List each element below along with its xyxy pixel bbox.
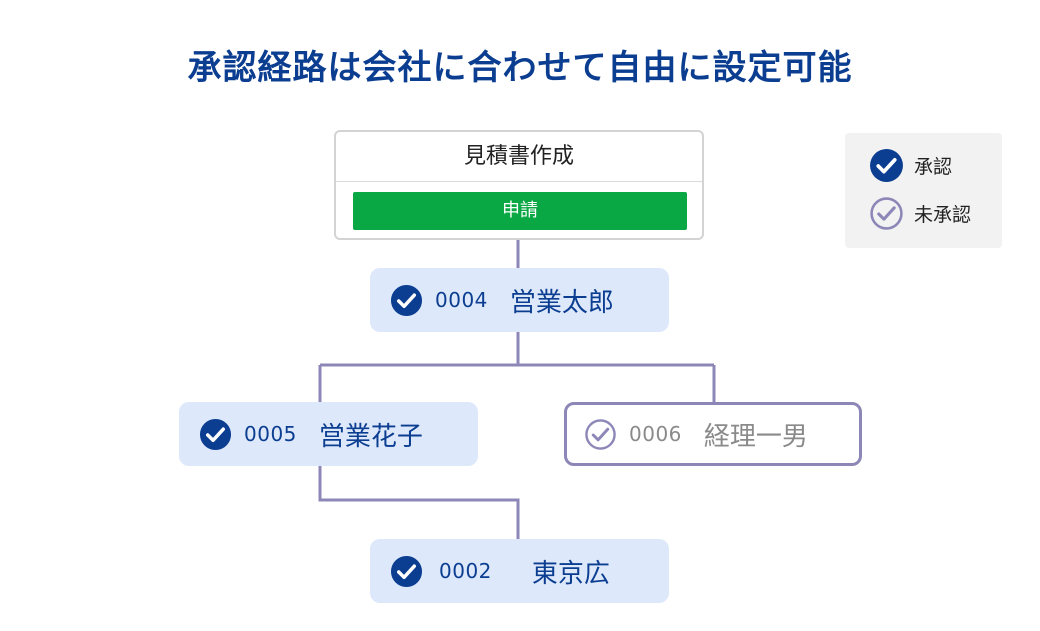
page-title: 承認経路は会社に合わせて自由に設定可能 [187,48,853,88]
approver-node-0006[interactable]: 0006 経理一男 [564,402,862,466]
approver-node-0005[interactable]: 0005 営業花子 [179,402,478,466]
start-card-title: 見積書作成 [336,132,702,182]
approver-name: 経理一男 [703,421,808,452]
approver-name: 営業花子 [318,421,423,452]
approver-code: 0006 [629,422,682,446]
check-circle-filled-icon [199,418,232,450]
approver-code: 0002 [439,559,492,583]
approver-name: 営業太郎 [509,287,614,318]
status-legend: 承認 未承認 [845,133,1002,248]
connector-0005-to-0002 [318,465,520,539]
approver-name: 東京広 [531,558,610,589]
legend-approved: 承認 [869,148,952,183]
check-circle-outline-icon [585,418,616,450]
approver-node-0004[interactable]: 0004 営業太郎 [370,268,669,332]
legend-pending: 未承認 [869,196,971,231]
check-circle-filled-icon [870,149,903,182]
legend-pending-label: 未承認 [914,204,972,226]
approver-code: 0005 [244,422,297,446]
check-circle-filled-icon [390,555,423,587]
start-card: 見積書作成 申請 [334,130,704,240]
approver-code: 0004 [435,288,488,312]
apply-button[interactable]: 申請 [353,192,687,230]
legend-approved-label: 承認 [914,156,953,178]
approver-node-0002[interactable]: 0002 東京広 [370,539,669,603]
check-circle-filled-icon [390,284,423,316]
check-circle-outline-icon [870,197,903,230]
